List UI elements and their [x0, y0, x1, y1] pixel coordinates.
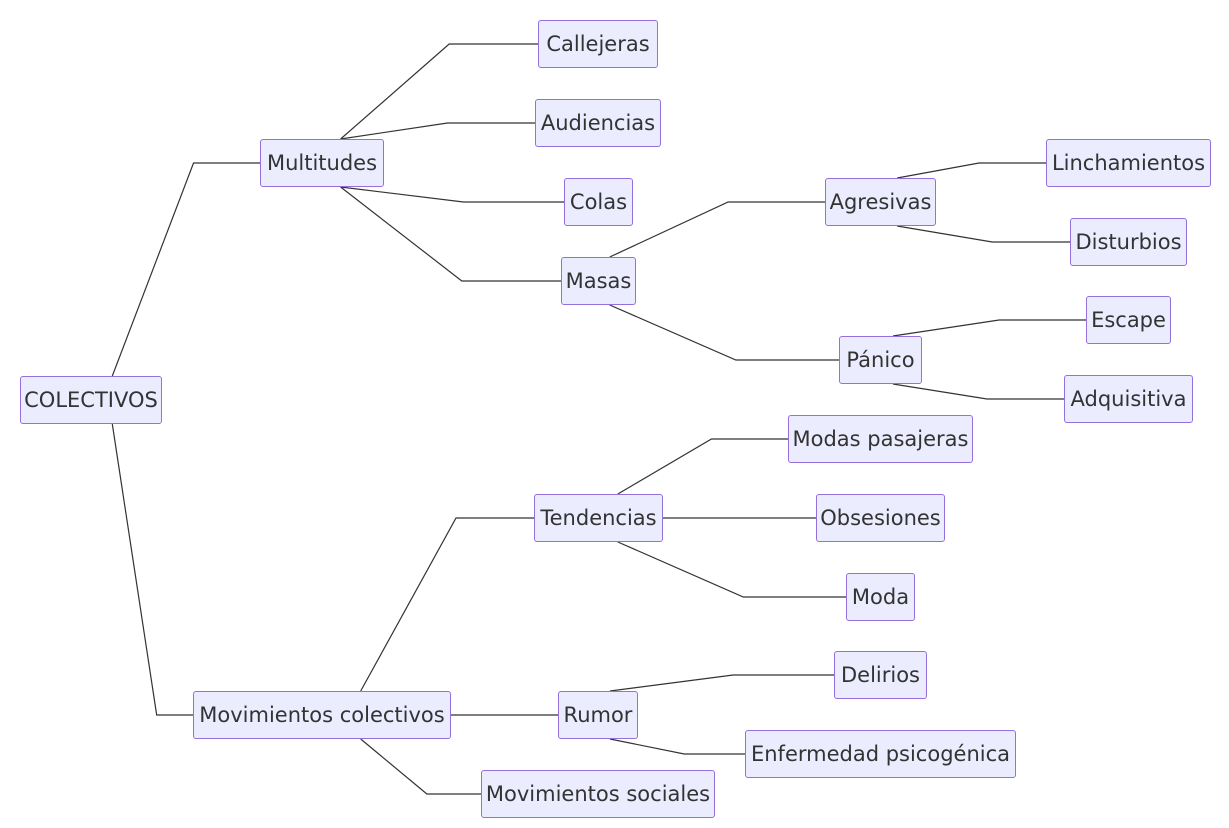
edge-multitudes-audiencias — [340, 122, 535, 140]
edge-multitudes-callejeras — [340, 43, 538, 140]
edge-multitudes-colas — [340, 186, 564, 203]
node-movimientos-sociales: Movimientos sociales — [481, 770, 715, 818]
node-escape: Escape — [1086, 296, 1171, 344]
edge-movimientos-colectivos-tendencias — [360, 517, 534, 692]
edge-movimientos-colectivos-movimientos-sociales — [360, 738, 481, 795]
edge-colectivos-multitudes — [111, 162, 260, 377]
edge-masas-panico — [609, 304, 839, 361]
node-movimientos-colectivos: Movimientos colectivos — [193, 691, 451, 739]
edge-agresivas-linchamientos — [897, 162, 1046, 179]
node-agresivas: Agresivas — [825, 178, 936, 226]
node-adquisitiva: Adquisitiva — [1064, 375, 1193, 423]
node-masas: Masas — [561, 257, 636, 305]
edge-rumor-delirios — [609, 674, 834, 692]
node-colas: Colas — [564, 178, 633, 226]
edge-colectivos-movimientos-colectivos — [111, 423, 193, 716]
node-obsesiones: Obsesiones — [816, 494, 945, 542]
node-tendencias: Tendencias — [534, 494, 663, 542]
node-colectivos: COLECTIVOS — [20, 376, 162, 424]
edge-tendencias-moda — [617, 541, 846, 598]
node-modas-pasajeras: Modas pasajeras — [788, 415, 973, 463]
node-delirios: Delirios — [834, 651, 927, 699]
node-disturbios: Disturbios — [1070, 218, 1187, 266]
node-moda: Moda — [846, 573, 915, 621]
edge-panico-adquisitiva — [892, 383, 1064, 400]
node-panico: Pánico — [839, 336, 922, 384]
node-enfermedad-psicogenica: Enfermedad psicogénica — [745, 730, 1016, 778]
edge-masas-agresivas — [609, 201, 825, 258]
edge-agresivas-disturbios — [897, 225, 1070, 243]
node-linchamientos: Linchamientos — [1046, 139, 1211, 187]
node-multitudes: Multitudes — [260, 139, 384, 187]
edge-panico-escape — [892, 319, 1086, 337]
edge-rumor-enfermedad-psicogenica — [609, 738, 745, 755]
node-callejeras: Callejeras — [538, 20, 658, 68]
edge-multitudes-masas — [340, 186, 561, 282]
edge-tendencias-modas-pasajeras — [617, 438, 788, 495]
node-rumor: Rumor — [558, 691, 638, 739]
node-audiencias: Audiencias — [535, 99, 661, 147]
